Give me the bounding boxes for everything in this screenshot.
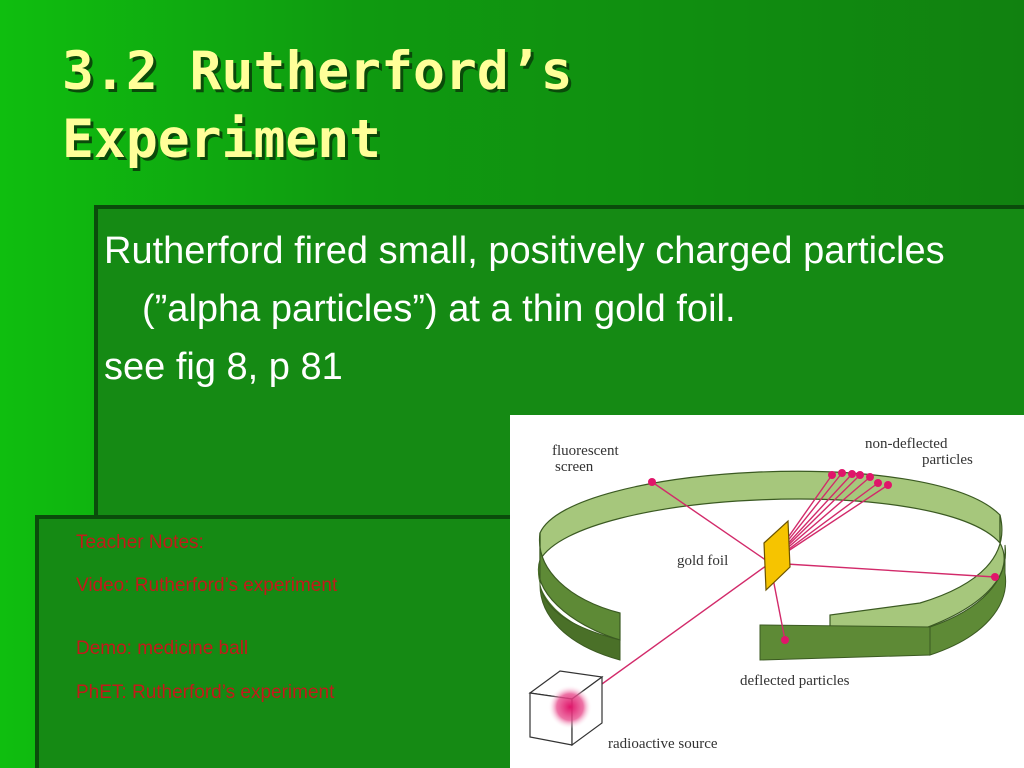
slide-title-line1: 3.2 Rutherford’s (62, 41, 573, 102)
teacher-notes-heading: Teacher Notes: (76, 532, 204, 553)
note-video-link[interactable]: Video: Rutherford’s experiment (76, 575, 338, 596)
diagram-svg: fluorescent screen non-deflected particl… (528, 436, 1007, 752)
label-deflected: deflected particles (740, 673, 850, 689)
screen-front-strip (759, 624, 931, 661)
screen-left-wall (537, 532, 621, 641)
label-screen-line1: fluorescent (552, 443, 619, 459)
note-phet-link[interactable]: PhET: Rutherford’s experiment (76, 682, 335, 703)
screen-left-front-dark (539, 560, 621, 661)
label-screen-line2: screen (555, 459, 594, 475)
source-glow (548, 685, 592, 729)
label-nondeflected-line2: particles (922, 452, 973, 468)
slide-title-line2: Experiment (62, 109, 382, 170)
teacher-notes-panel (35, 515, 515, 768)
note-demo: Demo: medicine ball (76, 638, 249, 659)
rutherford-diagram: fluorescent screen non-deflected particl… (510, 415, 1024, 768)
gold-foil-icon (763, 519, 791, 592)
label-gold-foil: gold foil (677, 553, 728, 569)
body-paragraph-2: see fig 8, p 81 (104, 346, 343, 388)
body-paragraph-1: Rutherford fired small, positively charg… (104, 230, 945, 330)
label-nondeflected-line1: non-deflected (865, 436, 948, 452)
label-source: radioactive source (608, 736, 718, 752)
slide-body: Rutherford fired small, positively charg… (104, 222, 984, 396)
slide-title: 3.2 Rutherford’s Experiment (62, 38, 762, 174)
hit-spots (648, 469, 999, 644)
